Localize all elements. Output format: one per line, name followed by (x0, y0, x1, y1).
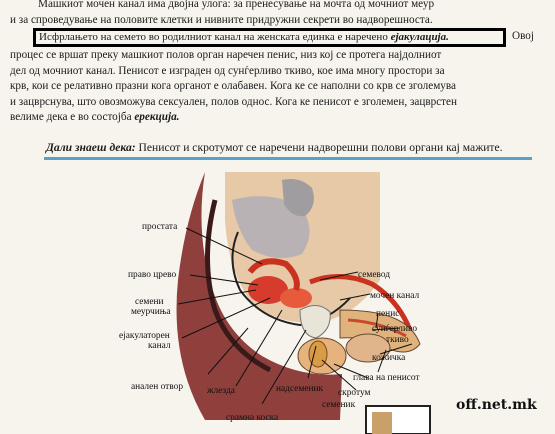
did-you-know: Дали знаеш дека: Пенисот и скротумот се … (46, 140, 536, 156)
label-glava-na-penisot: глава на пенисот (353, 373, 420, 383)
text-span: велиме дека е во состојба (10, 111, 135, 124)
highlighted-sentence-box: Исфрлањето на семето во родилниот канал … (33, 28, 506, 47)
text-line: и зацврснува, што овозможува сексуален, … (10, 95, 457, 108)
paragraph-intro: Машкиот мочен канал има двојна улога: за… (10, 0, 545, 28)
label-penis: пенис (376, 309, 400, 319)
label-nadsemenik: надсеменик (276, 384, 324, 394)
term-erekcija: ерекција. (134, 111, 180, 124)
highlight-text: Исфрлањето на семето во родилниот канал … (39, 31, 391, 43)
label-skrotum: скротум (338, 388, 371, 398)
text-line: процес се вршат преку машкиот полов орга… (10, 49, 442, 61)
anatomy-figure: простата право црево семени меурчиња еја… (0, 160, 555, 434)
label-semeni: семени (135, 297, 164, 307)
label-zlezda: жлезда (207, 386, 235, 396)
text-fragment: Овој (512, 30, 534, 42)
highlight-term: ејакулација. (390, 31, 449, 43)
label-sramna-koska: срамна коска (226, 413, 279, 423)
paragraph-body: процес се вршат преку машкиот полов орга… (10, 41, 545, 126)
text-line: крв, кои се релативно празни кога органо… (10, 80, 457, 93)
label-meurchinja: меурчиња (131, 307, 171, 317)
label-semevod: семевод (358, 270, 391, 280)
text-line: велиме дека е во состојба ерекција. (10, 110, 545, 126)
watermark: off.net.mk (456, 397, 537, 413)
label-mochen-kanal: мочен канал (370, 291, 420, 301)
label-prostata: простата (142, 222, 178, 232)
text-line: и за спроведување на половите клетки и н… (10, 13, 433, 26)
label-kanal: канал (148, 341, 171, 351)
label-pravo-crevo: право црево (128, 270, 177, 280)
label-analen-otvor: анален отвор (131, 382, 184, 392)
divider-line (44, 157, 532, 160)
did-you-know-label: Дали знаеш дека: (46, 141, 136, 154)
text-line: Машкиот мочен канал има двојна улога: за… (38, 0, 435, 10)
label-tkivo: ткиво (386, 335, 409, 345)
did-you-know-text: Пенисот и скротумот се наречени надвореш… (135, 141, 503, 154)
text-line: дел од мочниот канал. Пенисот е изграден… (10, 64, 445, 77)
anatomy-illustration (176, 172, 431, 434)
label-semenik: семеник (322, 400, 356, 410)
label-sungjerlivo: сунѓерливо (372, 324, 418, 334)
label-ejakulatoren: ејакулаторен (119, 331, 170, 341)
label-kozicka: кожичка (372, 353, 406, 363)
